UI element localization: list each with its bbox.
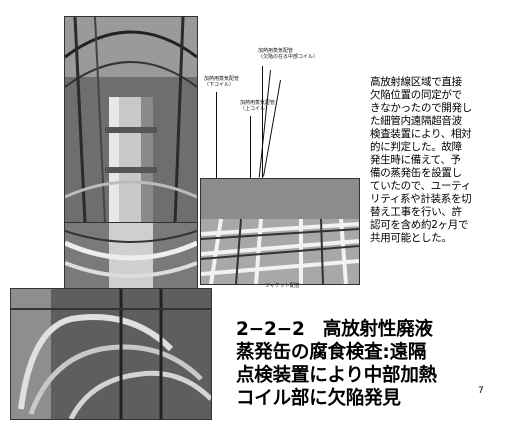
side-text-line: リティ系や計装系を切	[370, 193, 472, 205]
side-text-line: た細管内遠隔超音波	[370, 115, 462, 127]
callout-text: 加熱用蒸気配管 （欠陥の在る中部コイル）	[258, 48, 319, 60]
callout-leader-line	[216, 92, 217, 178]
heading-line: 2−2−2 高放射性廃液	[236, 319, 433, 340]
callout-leader-line	[262, 66, 263, 178]
callout-upper-coil: 加熱用蒸気配管 （上コイル）	[240, 100, 275, 112]
side-text-line: ていたので、ユーティ	[370, 180, 471, 192]
side-text-line: 備の蒸発缶を設置し	[370, 167, 462, 179]
photo-caption-jacket-pipe: ジャケット配管	[265, 283, 300, 289]
photo-heating-pipes	[200, 178, 360, 285]
callout-text: 加熱用蒸気配管 （下コイル）	[204, 76, 240, 88]
callout-text: 加熱用蒸気配管 （上コイル）	[240, 100, 276, 112]
heading-line: 蒸発缶の腐食検査:遠隔	[236, 342, 427, 363]
callout-middle-coil: 加熱用蒸気配管 （欠陥の在る中部コイル）	[258, 48, 318, 60]
side-text-line: きなかったので開発し	[370, 102, 472, 114]
callout-leader-line	[250, 116, 251, 178]
heading-line: 点検装置により中部加熱	[236, 365, 437, 386]
section-heading: 2−2−2 高放射性廃液 蒸発缶の腐食検査:遠隔 点検装置により中部加熱 コイル…	[236, 318, 506, 410]
side-text-line: 検査装置により、相対	[370, 128, 472, 140]
side-text-line: 認可を含め約2ヶ月で	[370, 219, 469, 231]
callout-lower-coil: 加熱用蒸気配管 （下コイル）	[204, 76, 239, 88]
photo-evaporator-interior	[64, 16, 198, 224]
side-text-line: 替え工事を行い、許	[370, 206, 462, 218]
side-text-line: 発生時に備えて、予	[370, 154, 461, 166]
photo-coil-section	[64, 222, 198, 290]
side-text-line: 共用可能とした。	[370, 232, 452, 244]
side-text-line: 的に判定した。故障	[370, 141, 462, 153]
side-description: 高放射線区域で直接 欠陥位置の同定がで きなかったので開発し た細管内遠隔超音波…	[370, 76, 504, 245]
callout-leader-line	[262, 79, 281, 177]
page-number: 7	[478, 386, 484, 396]
photo-lower-coils	[10, 288, 212, 420]
heading-line: コイル部に欠陥発見	[236, 388, 401, 409]
side-text-line: 欠陥位置の同定がで	[370, 89, 462, 101]
side-text-line: 高放射線区域で直接	[370, 76, 462, 88]
